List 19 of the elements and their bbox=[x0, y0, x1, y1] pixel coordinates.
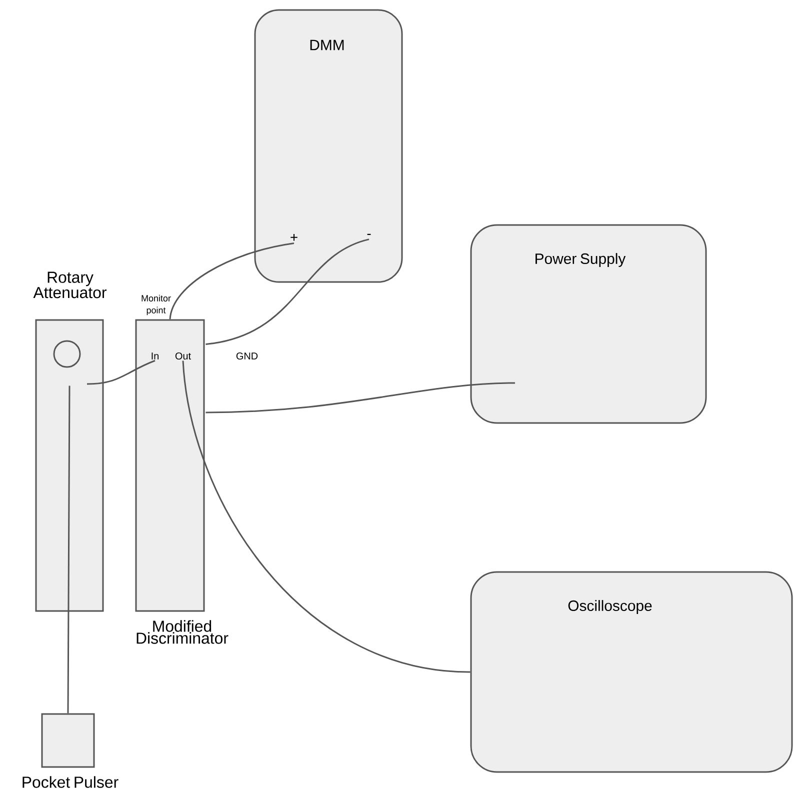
port-label: Out bbox=[175, 352, 191, 360]
instrument-box: Oscilloscope bbox=[470, 571, 793, 773]
cable bbox=[182, 360, 470, 673]
terminal-label: - bbox=[367, 234, 371, 235]
cable bbox=[86, 360, 156, 385]
cable bbox=[206, 382, 516, 414]
cable bbox=[67, 386, 70, 714]
module-box: Rotary Attenuator bbox=[33, 272, 106, 612]
node-label: Pocket Pulser bbox=[22, 776, 118, 788]
terminal-label: + bbox=[290, 234, 298, 241]
instrument-box: Power Supply bbox=[470, 224, 707, 424]
port-label: Monitor point bbox=[142, 294, 171, 316]
node-label: Rotary Attenuator bbox=[33, 272, 107, 298]
pulser-box: Pocket Pulser bbox=[22, 713, 118, 788]
cable bbox=[206, 238, 370, 345]
cable bbox=[169, 242, 294, 320]
port-label: GND bbox=[236, 352, 258, 360]
node-label: Modified Discriminator bbox=[136, 620, 228, 644]
port-label: In bbox=[152, 352, 158, 360]
